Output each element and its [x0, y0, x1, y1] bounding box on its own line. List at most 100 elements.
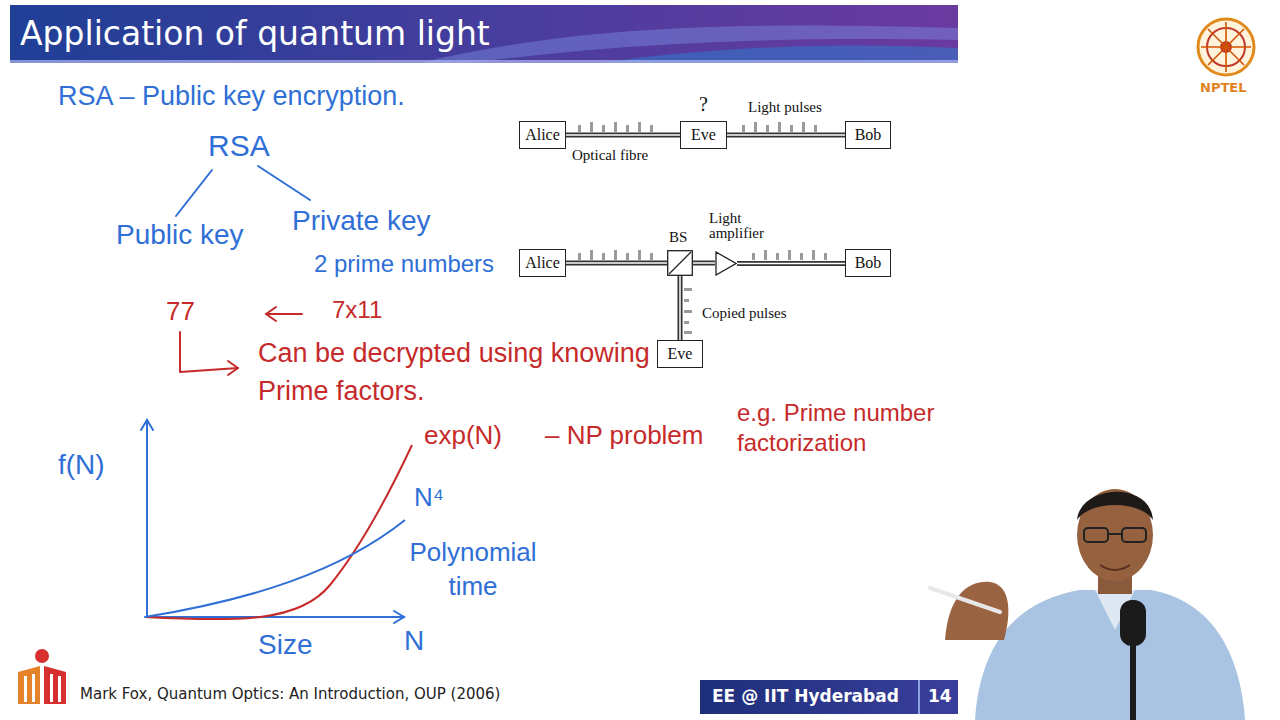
light-pulses [578, 253, 581, 260]
node-text: Bob [855, 254, 882, 272]
graph-axes [141, 420, 153, 430]
light-pulses [800, 253, 803, 260]
light-pulses [684, 321, 689, 324]
light-pulses [602, 125, 605, 132]
handwritten-note: Private key [292, 204, 431, 238]
presenter [1100, 565, 1130, 570]
nptel-logo [1208, 29, 1244, 65]
rsa-tree-lines [258, 166, 310, 200]
rsa-tree-lines [176, 170, 212, 216]
question-mark: ? [699, 92, 708, 116]
figure-label: Light pulses [748, 98, 822, 116]
optical-fibre [566, 263, 667, 264]
rsa-tree-lines [176, 166, 310, 216]
handwritten-note: 2 prime numbers [314, 250, 494, 279]
node-text: Bob [855, 126, 882, 144]
footer-logo [35, 649, 49, 663]
figure-label: Copied pulses [702, 304, 787, 322]
footer-logo [58, 676, 61, 702]
optical-fibre [566, 135, 680, 136]
graph-axes [141, 420, 404, 623]
light-pulses [802, 122, 805, 132]
presenter [975, 590, 1245, 720]
fibre-outer [727, 133, 845, 138]
footer-logo [44, 666, 66, 704]
title-banner [10, 5, 958, 63]
handwritten-note: RSA – Public key encryption. [58, 80, 405, 112]
light-pulses [626, 253, 629, 260]
handwritten-note: – NP problem [545, 420, 704, 451]
handwritten-arrows [266, 313, 302, 315]
axis-label: N [404, 624, 424, 658]
handwritten-note: Public key [116, 218, 244, 252]
nptel-logo [1201, 22, 1251, 72]
handwritten-note: Can be decrypted using knowing Prime fac… [258, 335, 653, 411]
presenter [930, 489, 1245, 720]
node-text: Alice [525, 126, 560, 144]
presenter [1084, 528, 1146, 542]
footer-bar [918, 680, 920, 714]
fibre-core [679, 276, 681, 340]
amplifier-symbol [715, 251, 737, 276]
title-banner [10, 60, 958, 63]
party-box: Bob [845, 121, 891, 149]
polynomial-curve [145, 520, 405, 617]
handwritten-note: RSA [208, 128, 270, 164]
curve-label: Polynomial time [398, 536, 548, 604]
light-pulses [650, 253, 653, 260]
party-box: Eve [657, 340, 703, 368]
light-pulses [638, 122, 641, 132]
node-caption: BS [669, 230, 687, 245]
footer-logo [24, 676, 27, 702]
exponential-curve [145, 445, 412, 619]
footer-logo [18, 666, 40, 704]
presenter [1122, 528, 1146, 542]
light-pulses [776, 253, 779, 260]
light-pulses [614, 122, 617, 132]
light-pulses [812, 250, 815, 260]
presenter [1077, 492, 1153, 520]
fibre-core [566, 262, 667, 264]
party-box: Alice [519, 121, 566, 149]
axis-label: f(N) [58, 448, 105, 482]
light-pulses [684, 299, 689, 302]
light-pulses [684, 310, 692, 313]
footer-logo [50, 674, 53, 702]
presenter [1108, 533, 1122, 535]
node-text: Eve [668, 345, 693, 363]
slide-number: 14 [928, 686, 952, 706]
footer-text: EE @ IIT Hyderabad [712, 686, 899, 706]
light-pulses [638, 250, 641, 260]
light-pulses [752, 253, 755, 260]
light-pulses [684, 331, 692, 334]
logo-text: NPTEL [1200, 80, 1246, 96]
party-box: Bob [845, 249, 891, 277]
light-pulses [788, 250, 791, 260]
optical-fibre [680, 276, 681, 340]
handwritten-note: e.g. Prime number factorization [737, 398, 992, 458]
handwritten-arrows [266, 307, 276, 321]
nptel-logo [1208, 29, 1244, 65]
light-pulses [590, 250, 593, 260]
graph-axes [394, 611, 404, 623]
beam-splitter-symbol [667, 250, 693, 276]
title-banner [420, 25, 958, 63]
reference-text: Mark Fox, Quantum Optics: An Introductio… [80, 685, 500, 703]
footer-logo [18, 649, 66, 704]
fibre-outer [737, 261, 845, 266]
nptel-logo [1198, 19, 1254, 75]
axis-label: Size [258, 628, 312, 662]
presenter [1084, 528, 1108, 542]
light-pulses [742, 125, 745, 132]
light-pulses [764, 250, 767, 260]
party-box: Eve [680, 121, 727, 149]
node-text: Alice [525, 254, 560, 272]
presenter [1077, 489, 1153, 581]
light-pulses [602, 253, 605, 260]
fibre-core [693, 262, 715, 264]
light-pulses [578, 125, 581, 132]
amplifier-triangle [716, 252, 736, 275]
title-banner [10, 5, 958, 63]
optical-fibre [693, 263, 715, 264]
